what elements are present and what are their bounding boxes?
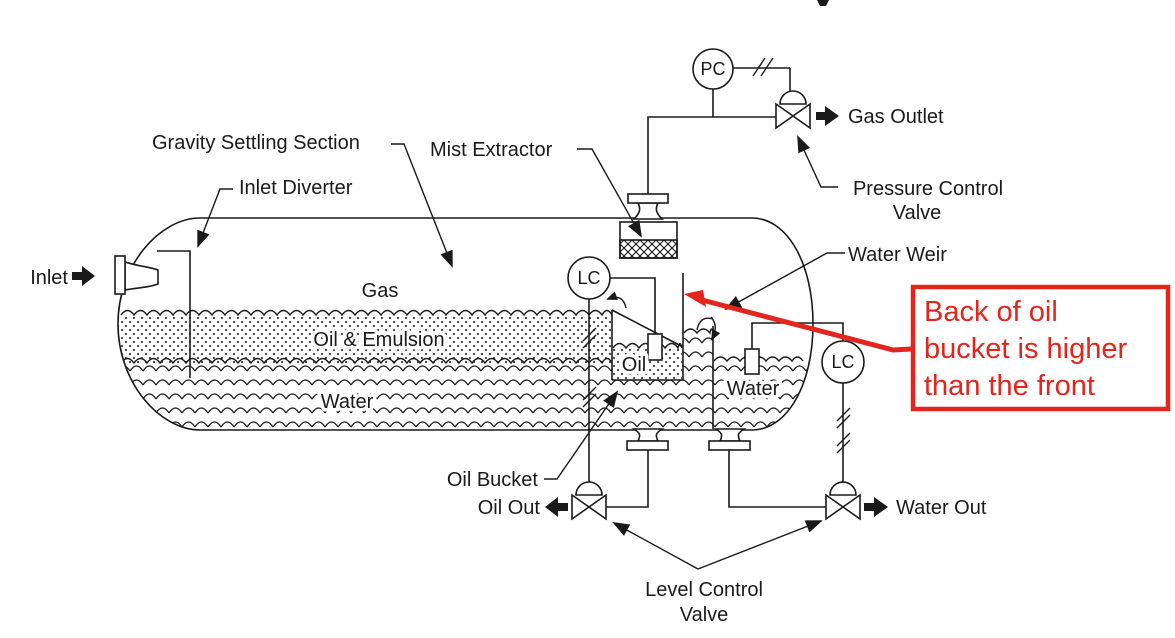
pc-instrument-bubble [692, 48, 734, 90]
pressure-control-valve-label-2: Valve [893, 202, 942, 224]
lc-instrument-bubble [821, 340, 865, 384]
flow-over-bucket-lip-icon [606, 291, 627, 309]
oil-out-label: Oil Out [478, 497, 541, 519]
gravity-settling-section-label: Gravity Settling Section [152, 132, 360, 154]
leader-line [797, 135, 838, 188]
oil-outlet-piping [606, 428, 669, 508]
oil-water-interface [120, 357, 613, 365]
cropped-text-fragment [817, 0, 829, 6]
valve-body [775, 102, 795, 130]
pressure-controller: PC [692, 48, 791, 117]
water-weir-label: Water Weir [848, 244, 947, 266]
weir-upstream-surface [683, 328, 714, 335]
oil-bucket-walls [611, 273, 684, 381]
leader-line [544, 390, 619, 480]
oil-nozzle-flange [626, 440, 669, 451]
oil-level-controller: LC [567, 256, 611, 483]
lc-water-tag: LC [831, 352, 854, 372]
valve-body [791, 102, 811, 130]
oil-in-bucket-label: Oil [622, 354, 646, 376]
callout-inlet-diverter: Inlet Diverter [197, 177, 353, 248]
gas-layer-label: Gas [362, 280, 399, 302]
valve-body [587, 493, 607, 521]
gas-nozzle-flange [627, 193, 669, 204]
water-compartment-label: Water [727, 378, 780, 400]
callout-mist-extractor: Mist Extractor [430, 139, 642, 238]
inlet-diverter-label: Inlet Diverter [239, 177, 353, 199]
lc-oil-tag: LC [577, 268, 600, 288]
water-out-label: Water Out [896, 497, 987, 519]
water-layer-fill [118, 361, 813, 430]
inlet-nozzle [114, 255, 159, 295]
valve-body [571, 493, 591, 521]
water-level-control-valve [825, 481, 861, 521]
oil-emulsion-layer-label: Oil & Emulsion [313, 329, 444, 351]
signal-break-icon [836, 432, 851, 454]
water-level-controller: LC [821, 340, 865, 483]
inlet-nozzle-flange [114, 255, 126, 295]
oil-emulsion-layer-fill [118, 315, 613, 363]
callout-oil-bucket: Oil Bucket [447, 390, 619, 491]
pc-tag: PC [700, 59, 725, 79]
water-nozzle-flange [708, 440, 751, 451]
valve-body [825, 493, 845, 521]
oil-bucket-label: Oil Bucket [447, 469, 539, 491]
annotation-arrowhead-icon [684, 290, 706, 307]
flow-over-weir-icon [696, 316, 721, 341]
signal-break-icon [582, 386, 597, 408]
gas-outlet-arrow-icon [816, 106, 839, 126]
mist-extractor [619, 221, 678, 259]
oil-level-control-valve [571, 481, 607, 521]
annotation-text-3: than the front [924, 370, 1095, 402]
gas-nozzle-neck [632, 202, 664, 220]
gas-oil-interface [120, 309, 613, 317]
gas-outlet-label: Gas Outlet [848, 106, 944, 128]
leader-line [391, 143, 453, 268]
inlet-diverter-plate [157, 250, 191, 378]
level-control-valve-label-1: Level Control [645, 579, 763, 601]
inlet-arrow-icon [72, 266, 95, 286]
annotation-arrow-line [701, 297, 912, 353]
water-outlet-piping [708, 428, 826, 508]
leader-line [697, 520, 823, 570]
callout-pressure-control-valve: Pressure Control Valve [797, 135, 1003, 224]
valve-actuator-dome [575, 481, 603, 496]
water-layer-label: Water [321, 391, 374, 413]
annotation-text-1: Back of oil [924, 296, 1058, 328]
oil-out-arrow-icon [545, 497, 568, 517]
inlet-nozzle-neck [124, 260, 159, 291]
leader-line [197, 188, 233, 248]
gas-outlet-piping [627, 116, 777, 220]
annotation-text-2: bucket is higher [924, 333, 1127, 365]
water-nozzle-neck [713, 428, 747, 442]
inlet-label: Inlet [30, 267, 68, 289]
signal-break-icon [752, 57, 774, 77]
annotation-callout: Back of oil bucket is higher than the fr… [684, 284, 1171, 412]
pressure-control-valve [775, 90, 811, 130]
valve-body [841, 493, 861, 521]
oil-nozzle-neck [631, 428, 665, 442]
weir-compartment-fill [683, 333, 713, 361]
pressure-control-valve-label-1: Pressure Control [853, 178, 1003, 200]
leader-line [724, 252, 845, 310]
water-out-arrow-icon [864, 497, 888, 517]
callout-water-weir: Water Weir [724, 244, 947, 310]
leader-line [577, 148, 642, 238]
signal-break-icon [836, 407, 851, 429]
signal-break-icon [582, 327, 597, 349]
vessel-phase-layers [118, 309, 813, 430]
oil-level-displacer [610, 277, 663, 361]
annotation-box [910, 284, 1171, 412]
level-control-valve-label-2: Valve [680, 604, 729, 626]
valve-actuator-dome [829, 481, 857, 496]
valve-actuator-dome [779, 90, 807, 105]
lc-instrument-bubble [567, 256, 611, 300]
leader-line [612, 522, 699, 570]
callout-gravity-settling-section: Gravity Settling Section [152, 132, 453, 268]
callout-level-control-valve: Level Control Valve [612, 520, 823, 626]
mist-extractor-label: Mist Extractor [430, 139, 553, 161]
